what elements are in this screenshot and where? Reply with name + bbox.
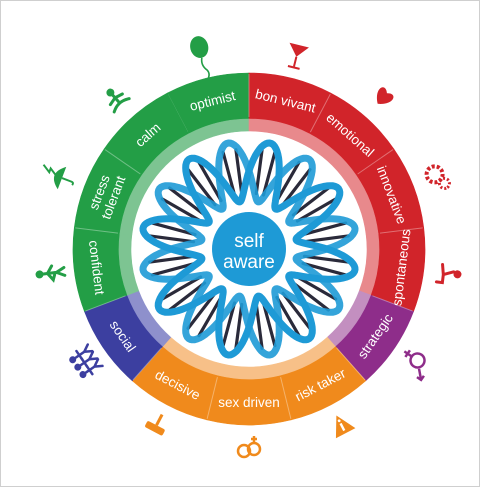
- helix-rung: [197, 160, 223, 203]
- segment-label-sex-driven: sex driven: [218, 395, 280, 410]
- helix-rung: [160, 197, 203, 223]
- helix-rung: [302, 254, 350, 264]
- helix-rung: [189, 291, 222, 337]
- segment-divider: [379, 227, 423, 234]
- helix-rung: [276, 291, 309, 337]
- helix-rung: [167, 186, 207, 217]
- segment-divider: [132, 347, 162, 381]
- cocktail-icon: [287, 42, 309, 70]
- sex-symbols-icon: [236, 436, 262, 459]
- helix-rung: [301, 261, 348, 277]
- helix-rung: [295, 197, 338, 223]
- helix-strand-b: [139, 139, 359, 359]
- sitting-person-icon: [434, 262, 462, 285]
- inner-segment-sex-driven: [217, 363, 281, 380]
- helix-rung: [221, 301, 237, 348]
- helix-rung: [302, 234, 350, 244]
- helix-rung: [160, 275, 203, 301]
- helix-rung: [227, 298, 241, 353]
- hand-on-hip-person-icon: [35, 264, 67, 283]
- segment-divider: [357, 149, 394, 175]
- helix-rung: [257, 145, 271, 200]
- warning-sign-icon: [335, 415, 356, 439]
- segment-label-confident: confident: [86, 239, 108, 295]
- helix-rung: [150, 261, 197, 277]
- helix-rung: [275, 295, 301, 338]
- helix-rung: [298, 257, 353, 271]
- segment-label-text: confident: [86, 239, 108, 295]
- helix-rung: [234, 148, 244, 196]
- helix-rung: [281, 167, 312, 207]
- gears-lightbulb-icon: [424, 164, 451, 190]
- segment-divider: [372, 295, 413, 312]
- helix-rung: [291, 281, 331, 312]
- inner-segment-calm: [141, 133, 195, 183]
- segment-divider: [309, 93, 331, 133]
- dna-helix-ring: [139, 139, 359, 359]
- segment-divider: [336, 347, 366, 381]
- helix-rung: [189, 161, 222, 207]
- segment-divider: [85, 295, 126, 312]
- helix-rung: [275, 160, 301, 203]
- segment-label-text: sex driven: [218, 395, 280, 410]
- segment-divider: [75, 227, 119, 234]
- helix-rung: [148, 234, 196, 244]
- helix-rung: [254, 148, 264, 196]
- helix-rung: [257, 298, 271, 353]
- helix-rung: [148, 254, 196, 264]
- helix-rung: [254, 302, 264, 350]
- helix-rung: [221, 150, 237, 197]
- balloon-icon: [190, 36, 210, 81]
- helix-rung: [291, 186, 331, 217]
- gavel-icon: [145, 413, 165, 436]
- helix-rung: [281, 291, 312, 331]
- helix-rung: [186, 167, 217, 207]
- helix-rung: [167, 281, 207, 312]
- helix-rung: [261, 301, 277, 348]
- segment-divider: [206, 377, 218, 420]
- helix-rung: [291, 276, 337, 309]
- inner-ring: [118, 118, 380, 380]
- helix-rung: [301, 221, 348, 237]
- icon-ring: [35, 36, 462, 459]
- helix-rung: [295, 275, 338, 301]
- helix-rung: [276, 161, 309, 207]
- outer-ring: [72, 72, 426, 426]
- segment-divider: [280, 377, 292, 420]
- helix-rung: [186, 291, 217, 331]
- helix-rung: [261, 150, 277, 197]
- helix-rung: [145, 227, 200, 241]
- helix-rung: [161, 276, 207, 309]
- helix-rung: [150, 221, 197, 237]
- center-badge: self aware: [212, 212, 286, 286]
- helix-rung: [145, 257, 200, 271]
- helix-rung: [298, 227, 353, 241]
- segment-divider: [104, 149, 141, 175]
- center-circle: [212, 212, 286, 286]
- meditating-person-icon: [106, 88, 131, 114]
- helix-rung: [161, 189, 207, 222]
- center-text-aware: aware: [223, 252, 275, 273]
- umbrella-lightning-icon: [42, 164, 74, 190]
- people-group-icon: [69, 343, 104, 379]
- helix-rung: [234, 302, 244, 350]
- heart-couple-icon: [376, 87, 394, 104]
- center-text-self: self: [234, 231, 264, 252]
- helix-rung: [291, 189, 337, 222]
- helix-rung: [227, 145, 241, 200]
- gender-symbols-icon: [403, 349, 426, 382]
- helix-rung: [197, 295, 223, 338]
